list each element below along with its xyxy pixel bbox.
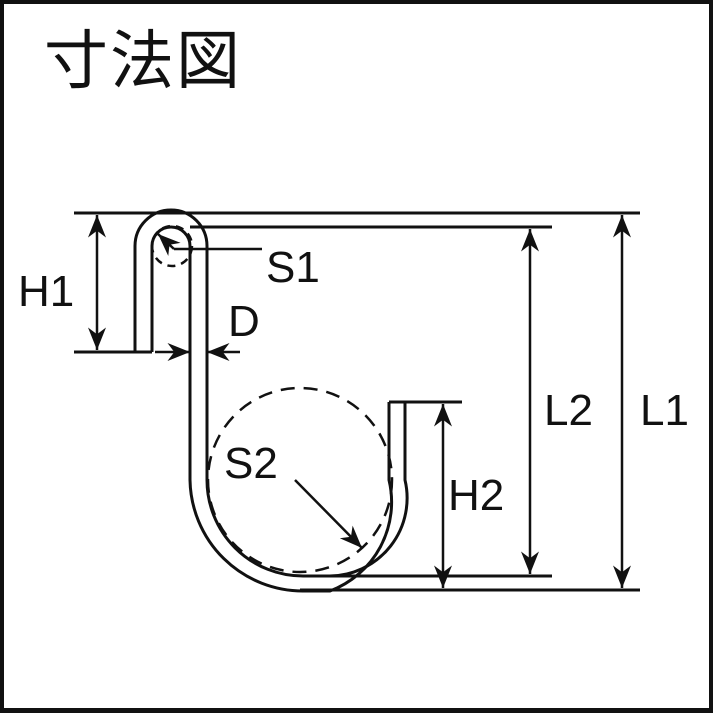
s1-radius-circle [150,224,194,268]
d-label: D [228,297,260,346]
s1-label: S1 [266,243,320,292]
diagram-title: 寸法図 [44,25,242,99]
s2-radius-arrow [294,479,363,549]
s2-radius-circle [206,386,394,574]
hook-outer-contour [135,202,550,352]
l1-label: L1 [640,386,689,435]
s2-label: S2 [224,439,278,488]
wire-outer-edge [133,208,409,578]
l2-label: L2 [544,386,593,435]
wire-inner-edge [150,225,394,593]
h1-label: H1 [18,267,74,316]
s1-radius-arrow [157,233,181,256]
h2-label: H2 [448,471,504,520]
hook-wire-outer [135,0,211,352]
